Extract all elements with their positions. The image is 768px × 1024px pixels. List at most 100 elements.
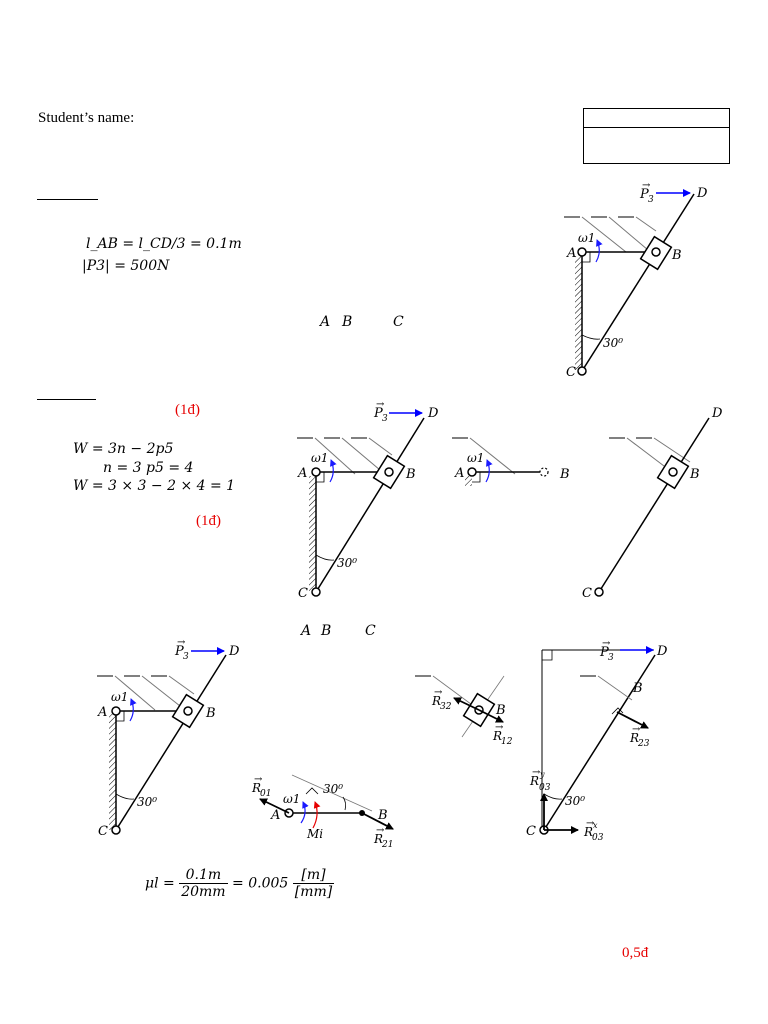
scale-mid: = 0.005 [232,875,289,892]
label-r12: R [492,729,502,743]
force-equation: |P3| = 500N [82,258,170,274]
label-angle-3a: 30⁰ [137,795,157,809]
label-a-3a: A [97,705,107,720]
label-b-1: B [671,248,682,263]
figure-3b-crank-fbd: R01 → R21 → A B ω1 30⁰ Mi [251,774,394,850]
label-b-3a: B [205,706,216,721]
label-p3-3a-vec: → [177,637,186,648]
label-r03y-sup: y [539,770,545,779]
label-b-3d: B [632,681,643,696]
force-r23-arrow [616,711,649,729]
dof-values: n = 3 p5 = 4 [103,460,194,476]
guide-hatch-1 [564,216,657,253]
label-a-2a: A [297,466,307,481]
link-cd-3a [115,654,227,831]
label-c-3d: C [526,824,536,839]
score-label-2: (1đ) [196,513,221,529]
label-r03x: R [583,825,593,839]
scale-mu: μl [145,875,159,892]
label-r03x-sup: x [593,821,598,830]
section-rule-2 [37,399,96,400]
label-c-2a: C [298,586,308,601]
label-b-2b: B [559,467,570,482]
label-d-3a: D [228,644,240,659]
figure-2b-crank: A B ω1 [452,437,570,486]
ground-wall-1 [575,256,582,370]
scale-fraction-2: [m][mm] [292,867,335,900]
dof-formula: W = 3n − 2p5 [73,441,174,457]
label-p3-3a-sub: 3 [183,652,189,662]
force-r21-arrow [361,812,394,830]
point-a-ref: A [320,314,331,330]
label-omega-1: ω1 [578,231,595,245]
label-r21-vec: → [376,825,385,836]
label-angle-3b: 30⁰ [323,782,343,796]
label-p3-2a: P [373,406,383,421]
joint-c-1 [577,366,587,376]
scale-den-1: 20mm [181,884,226,900]
label-r32: R [431,694,441,708]
label-d-2a: D [427,406,439,421]
figure-2c-link: D B C [582,406,723,601]
guide-hatch-2a [297,437,393,475]
dof-result: W = 3 × 3 − 2 × 4 = 1 [73,478,236,494]
label-r01-vec: → [254,774,263,785]
label-a-1: A [566,246,576,261]
ground-wall-2a [309,476,316,592]
point-b-ref: B [342,314,353,330]
label-b-2c: B [689,467,700,482]
joint-b-2b-dashed [539,467,549,477]
moment-mi-arrow [312,801,321,829]
label-b-3b: B [377,808,388,823]
label-p3-1-sub: 3 [648,195,654,205]
point-c-ref: C [393,314,404,330]
label-d-1: D [696,186,708,201]
label-omega-2a: ω1 [311,451,328,465]
section-rule-1 [37,199,98,200]
label-r23-vec: → [632,724,641,735]
label-a-2b: A [454,466,464,481]
label-r01-sub: 01 [260,789,271,799]
label-omega-2b: ω1 [467,451,484,465]
force-r12-arrow [478,709,504,723]
label-r32-vec: → [434,687,443,698]
label-r23-sub: 23 [637,739,650,749]
joint-b-1 [651,247,661,257]
label-r01: R [251,781,261,795]
label-r12-sub: 12 [501,737,513,747]
force-r32-arrow [453,697,480,711]
point-a-ref-2: A [301,623,312,639]
label-angle-1: 30⁰ [603,336,623,350]
label-omega-3a: ω1 [111,690,128,704]
label-b-3c: B [495,703,506,718]
label-p3-2a-sub: 3 [382,414,388,424]
length-equation: l_AB = l_CD/3 = 0.1m [86,236,242,252]
label-r32-sub: 32 [440,702,452,712]
joint-a-1 [577,247,587,257]
score-box[interactable] [583,108,730,164]
point-c-ref-2: C [365,623,376,639]
link-cd-2a [315,417,425,593]
label-p3-2a-vec: → [376,399,385,410]
label-mi: Mi [306,827,323,841]
label-c-1: C [566,365,576,380]
link-cd-2c [598,417,710,593]
label-a-3b: A [270,808,280,823]
score-label-1: (1đ) [175,402,200,418]
label-p3-3d: P [599,645,609,660]
label-p3-1-vec: → [642,180,651,191]
label-r03y: R [529,774,539,788]
label-d-2c: D [711,406,723,421]
label-b-2a: B [405,467,416,482]
label-p3-3d-vec: → [602,638,611,649]
label-angle-2a: 30⁰ [337,556,357,570]
label-r03y-sub: 03 [539,783,551,793]
omega-arrow-1 [595,239,603,263]
